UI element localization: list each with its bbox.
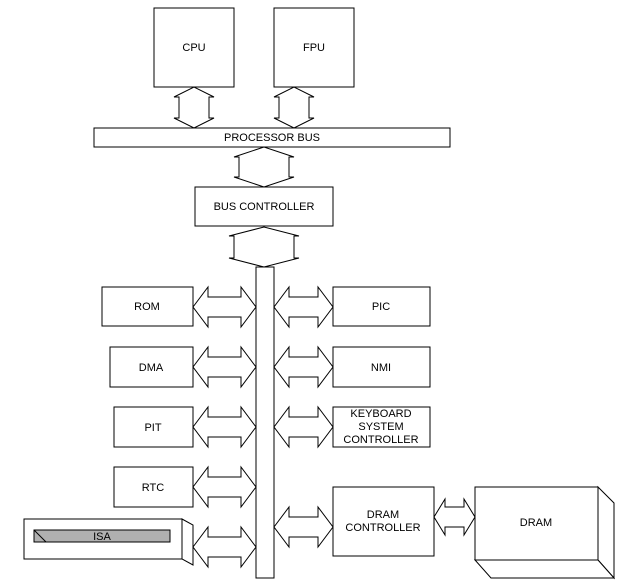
nmi-label: NMI xyxy=(371,362,391,374)
isa-slot-side xyxy=(181,518,194,566)
rtc-arrow xyxy=(192,465,257,509)
keyboard-controller-label-line2: SYSTEM xyxy=(358,421,403,433)
rom-box xyxy=(101,286,194,327)
dram-box-bottom xyxy=(473,559,616,579)
processor-bus xyxy=(93,127,451,148)
bus-controller-label: BUS CONTROLLER xyxy=(214,201,315,213)
bus-controller-arrow xyxy=(233,146,295,188)
cpu-bus-arrow xyxy=(173,86,215,129)
isa-connector-notch xyxy=(33,529,47,543)
pit-label: PIT xyxy=(144,422,161,434)
fpu-label: FPU xyxy=(303,42,325,54)
keyboard-controller-label-line1: KEYBOARD xyxy=(350,408,411,420)
system-bus-arrow xyxy=(228,226,300,268)
fpu-box xyxy=(273,7,355,88)
fpu-bus-arrow xyxy=(273,86,315,129)
nmi-box xyxy=(332,346,431,388)
pic-box xyxy=(332,286,431,327)
dram-box xyxy=(474,486,599,561)
isa-arrow xyxy=(192,525,257,569)
dram-arrow xyxy=(433,497,476,537)
dma-box xyxy=(109,346,194,388)
dram-controller-label-line2: CONTROLLER xyxy=(345,522,420,534)
dma-arrow xyxy=(192,345,257,389)
bus-controller-box xyxy=(194,186,334,227)
processor-bus-label: PROCESSOR BUS xyxy=(224,132,320,144)
rom-label: ROM xyxy=(134,301,160,313)
dram-controller-box xyxy=(332,486,435,557)
pic-arrow xyxy=(273,285,334,329)
isa-label: ISA xyxy=(93,531,111,543)
dram-label: DRAM xyxy=(520,517,552,529)
dma-label: DMA xyxy=(139,362,164,374)
keyboard-controller-arrow xyxy=(273,405,334,449)
system-bus xyxy=(255,266,275,579)
rom-arrow xyxy=(192,285,257,329)
dram-controller-arrow xyxy=(273,505,334,549)
dram-controller-label-line1: DRAM xyxy=(367,509,399,521)
rtc-label: RTC xyxy=(142,482,164,494)
nmi-arrow xyxy=(273,345,334,389)
pit-box xyxy=(113,406,194,448)
cpu-label: CPU xyxy=(182,42,205,54)
pit-arrow xyxy=(192,405,257,449)
keyboard-controller-label-line3: CONTROLLER xyxy=(343,434,418,446)
pic-label: PIC xyxy=(372,301,390,313)
isa-connector xyxy=(33,529,171,543)
cpu-box xyxy=(153,7,235,88)
keyboard-controller-box xyxy=(332,406,431,448)
